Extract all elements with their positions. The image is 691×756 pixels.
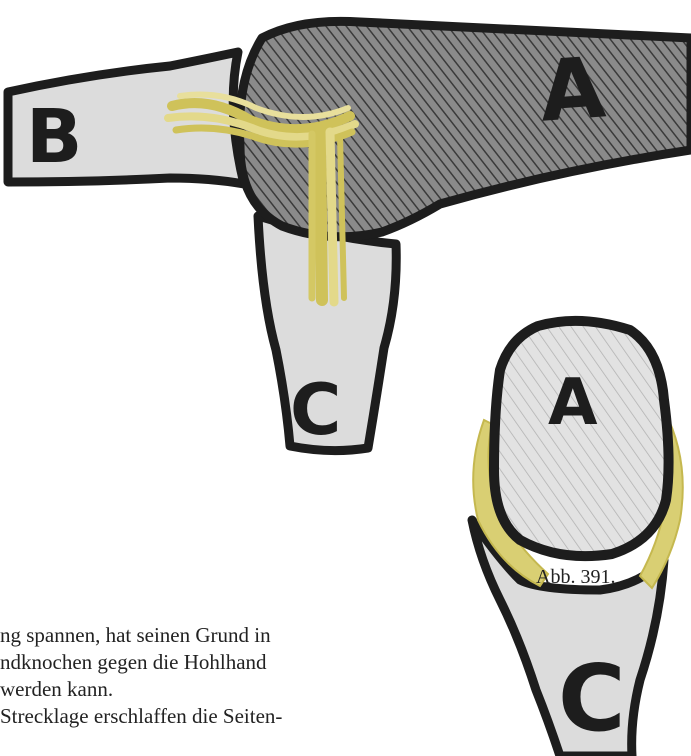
figure-caption: Abb. 391. [536,566,615,589]
label-c-lower: C [558,645,626,752]
text-line-2: ndknochen gegen die Hohlhand [0,650,267,674]
label-b: B [26,94,82,180]
text-line-4: Strecklage erschlaffen die Seiten- [0,704,282,728]
label-a-upper: A [537,38,609,140]
text-line-3: werden kann. [0,677,113,701]
label-a-lower: A [548,366,598,440]
label-c-upper: C [290,369,341,451]
text-line-1: ng spannen, hat seinen Grund in [0,623,271,647]
